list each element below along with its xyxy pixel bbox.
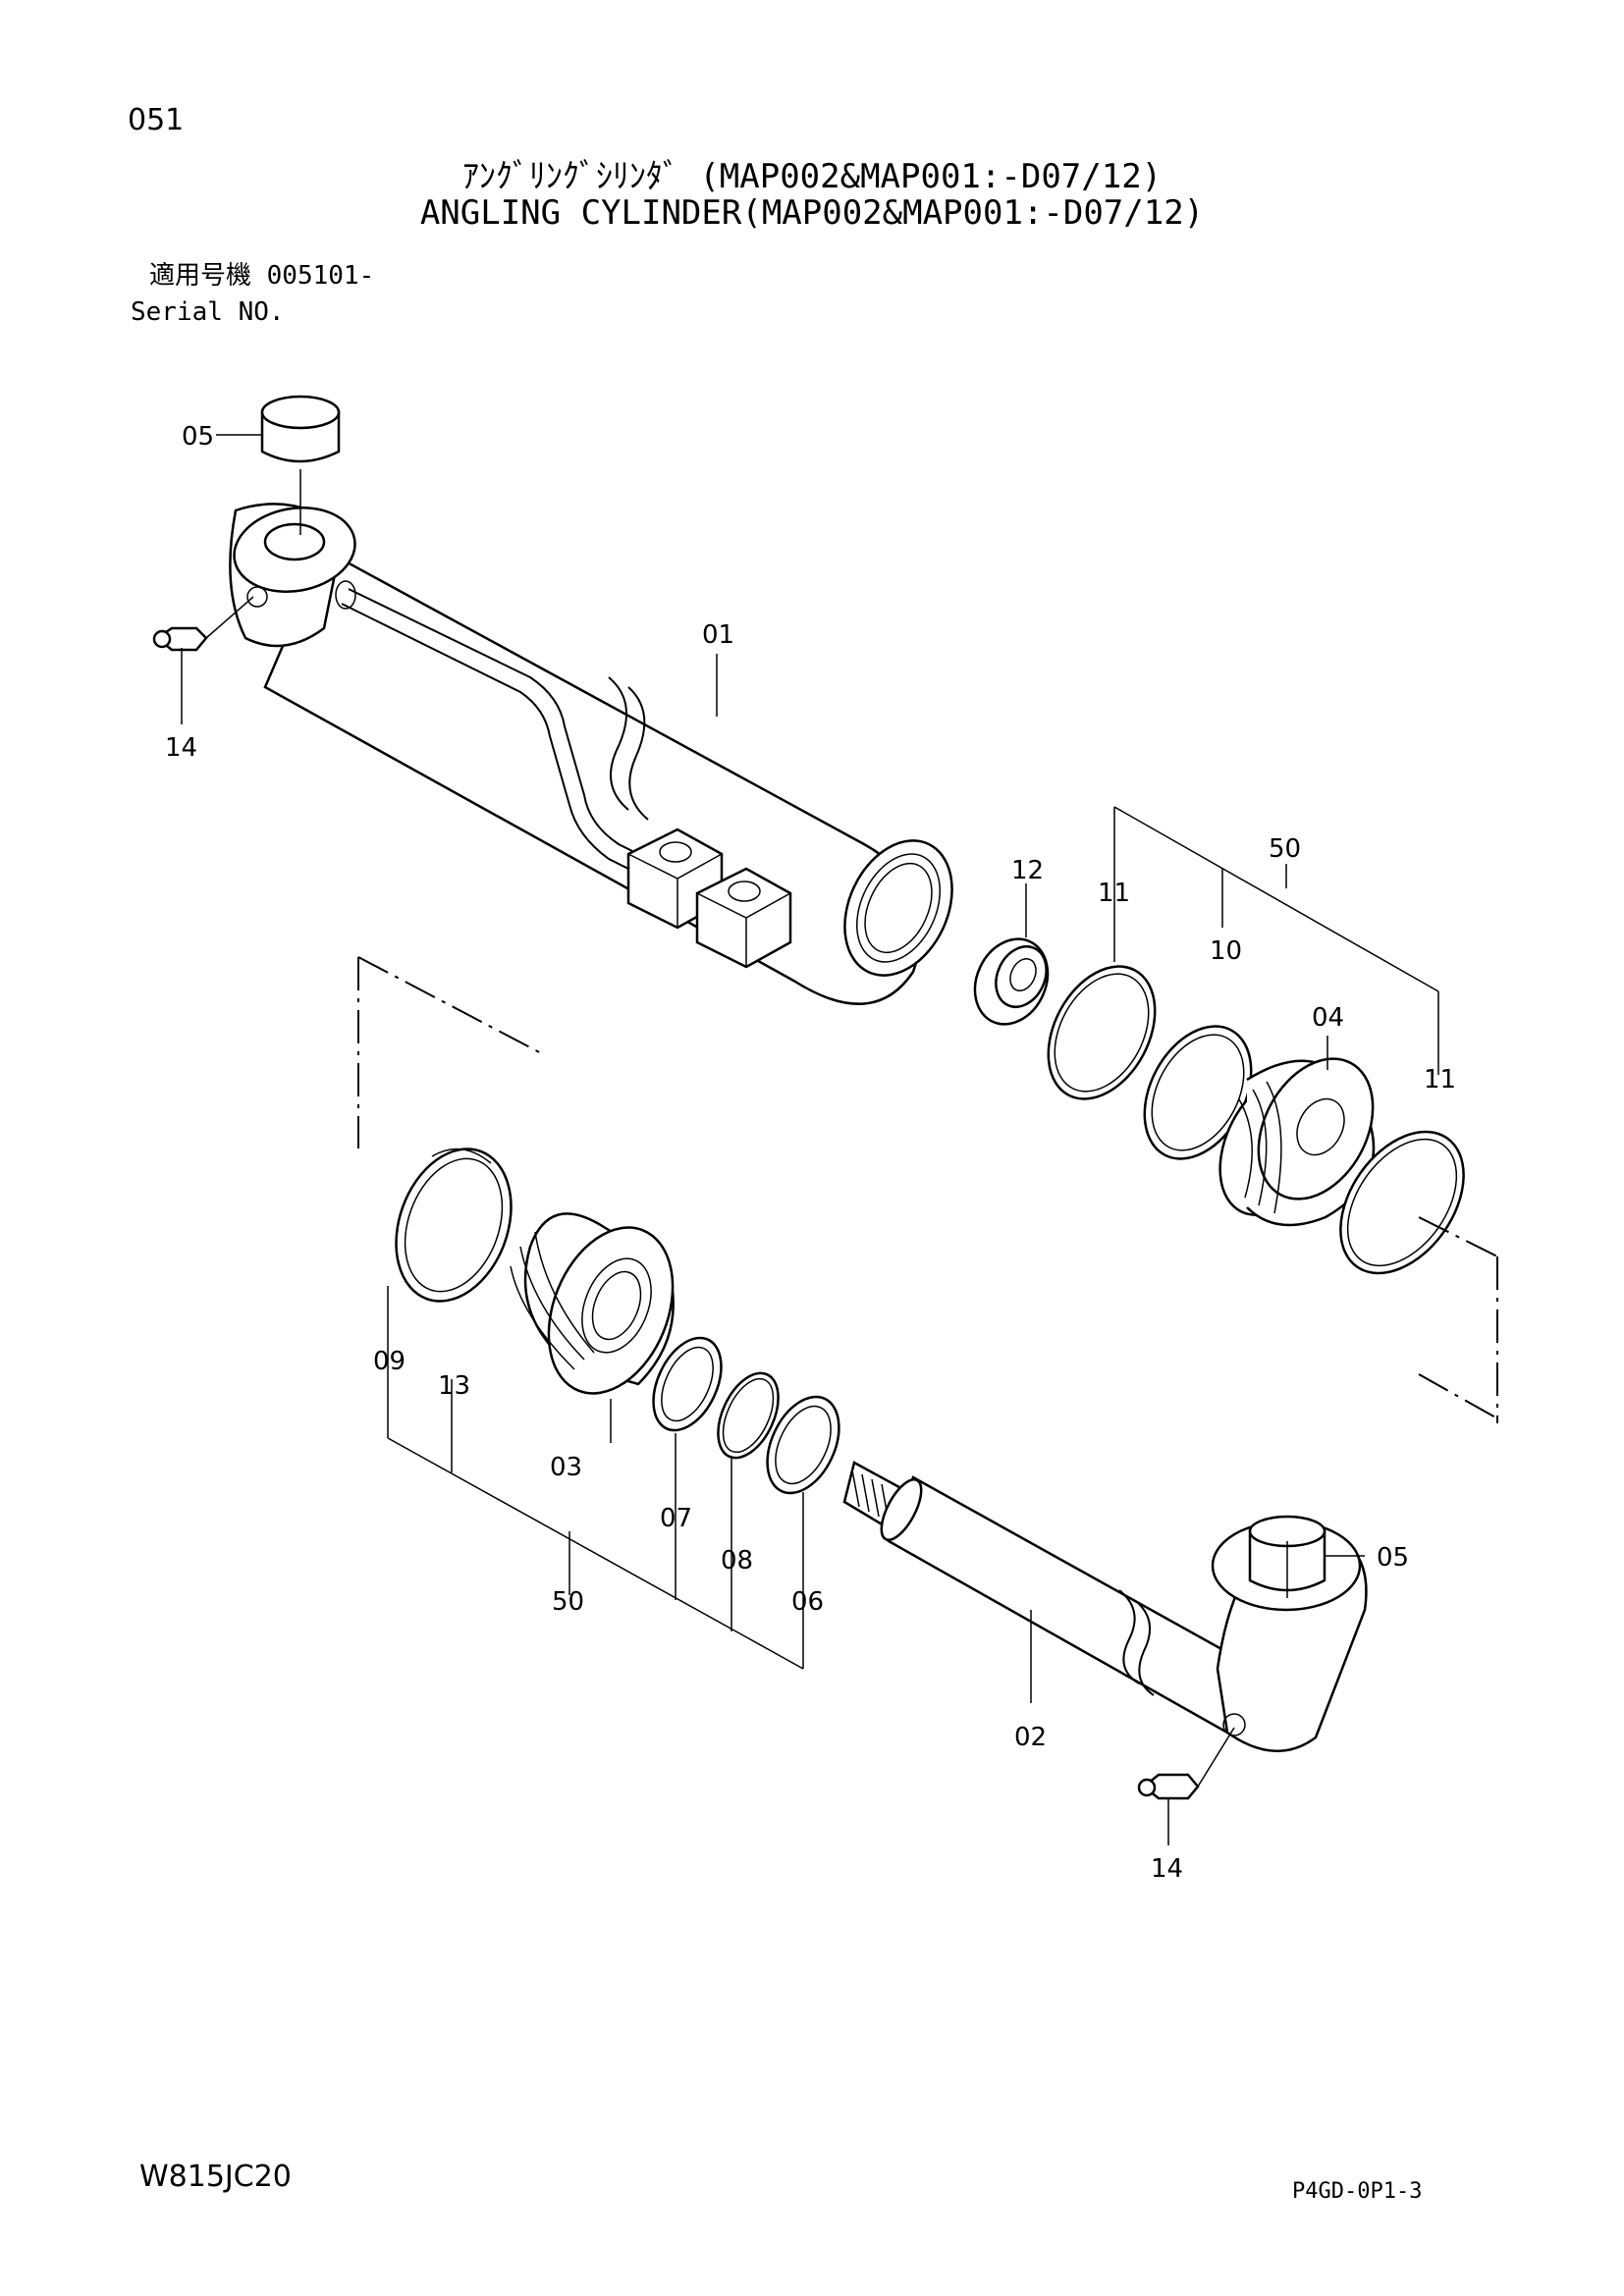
callout-06: 06 [791, 1587, 824, 1617]
bushing-part-05-bottom [1248, 1515, 1365, 1598]
centerline-upper [357, 956, 546, 1056]
callout-50-lower: 50 [552, 1587, 584, 1617]
callout-01: 01 [702, 620, 734, 650]
page-number: 051 [128, 103, 185, 137]
centerline-right [1418, 1216, 1498, 1257]
callout-50-upper: 50 [1269, 834, 1301, 864]
callout-12: 12 [1011, 856, 1044, 885]
wiper-part-06 [766, 1395, 840, 1495]
callout-09: 09 [373, 1347, 406, 1376]
callout-03: 03 [550, 1453, 582, 1482]
serial-label-japanese: 適用号機 005101- [149, 261, 375, 291]
nut-part-12 [973, 883, 1050, 1026]
callout-08: 08 [721, 1546, 753, 1575]
kit-bracket-50-lower [387, 1286, 804, 1670]
callout-11-lower: 11 [1424, 1065, 1456, 1095]
sheet-code: P4GD-0P1-3 [1292, 2179, 1423, 2204]
callout-10: 10 [1210, 936, 1242, 966]
callout-11-upper: 11 [1098, 879, 1130, 908]
rod-cover-part-03 [510, 1212, 675, 1395]
callout-14-bottom: 14 [1151, 1854, 1183, 1884]
piston-rod-part-02 [842, 1461, 1259, 1735]
title-japanese: ｱﾝｸﾞﾘﾝｸﾞｼﾘﾝﾀﾞ (MAP002&MAP001:-D07/12) [461, 157, 1163, 196]
grease-fitting-part-14-bottom [1137, 1727, 1235, 1845]
callout-05-bottom: 05 [1377, 1543, 1409, 1573]
callout-04: 04 [1312, 1003, 1344, 1033]
ring-part-08 [717, 1371, 780, 1460]
callout-13: 13 [438, 1371, 470, 1401]
bushing-part-05-top [260, 395, 341, 535]
title-english: ANGLING CYLINDER(MAP002&MAP001:-D07/12) [419, 193, 1205, 233]
kit-bracket-50-upper [1113, 806, 1439, 1075]
callout-02: 02 [1014, 1723, 1047, 1752]
callout-14-top: 14 [165, 733, 197, 763]
ring-part-11-upper [1047, 965, 1157, 1100]
callout-07: 07 [660, 1504, 692, 1533]
centerline-right-lower [1418, 1373, 1498, 1419]
seal-part-07 [652, 1336, 723, 1432]
serial-label-english: Serial NO. [131, 297, 285, 327]
callout-05-top: 05 [182, 422, 214, 452]
ring-part-09-13 [395, 1148, 513, 1303]
piston-part-04 [1218, 1036, 1376, 1227]
model-code: W815JC20 [139, 2160, 292, 2194]
cylinder-tube-part-01 [229, 503, 953, 1005]
grease-fitting-part-14-top [152, 596, 254, 724]
